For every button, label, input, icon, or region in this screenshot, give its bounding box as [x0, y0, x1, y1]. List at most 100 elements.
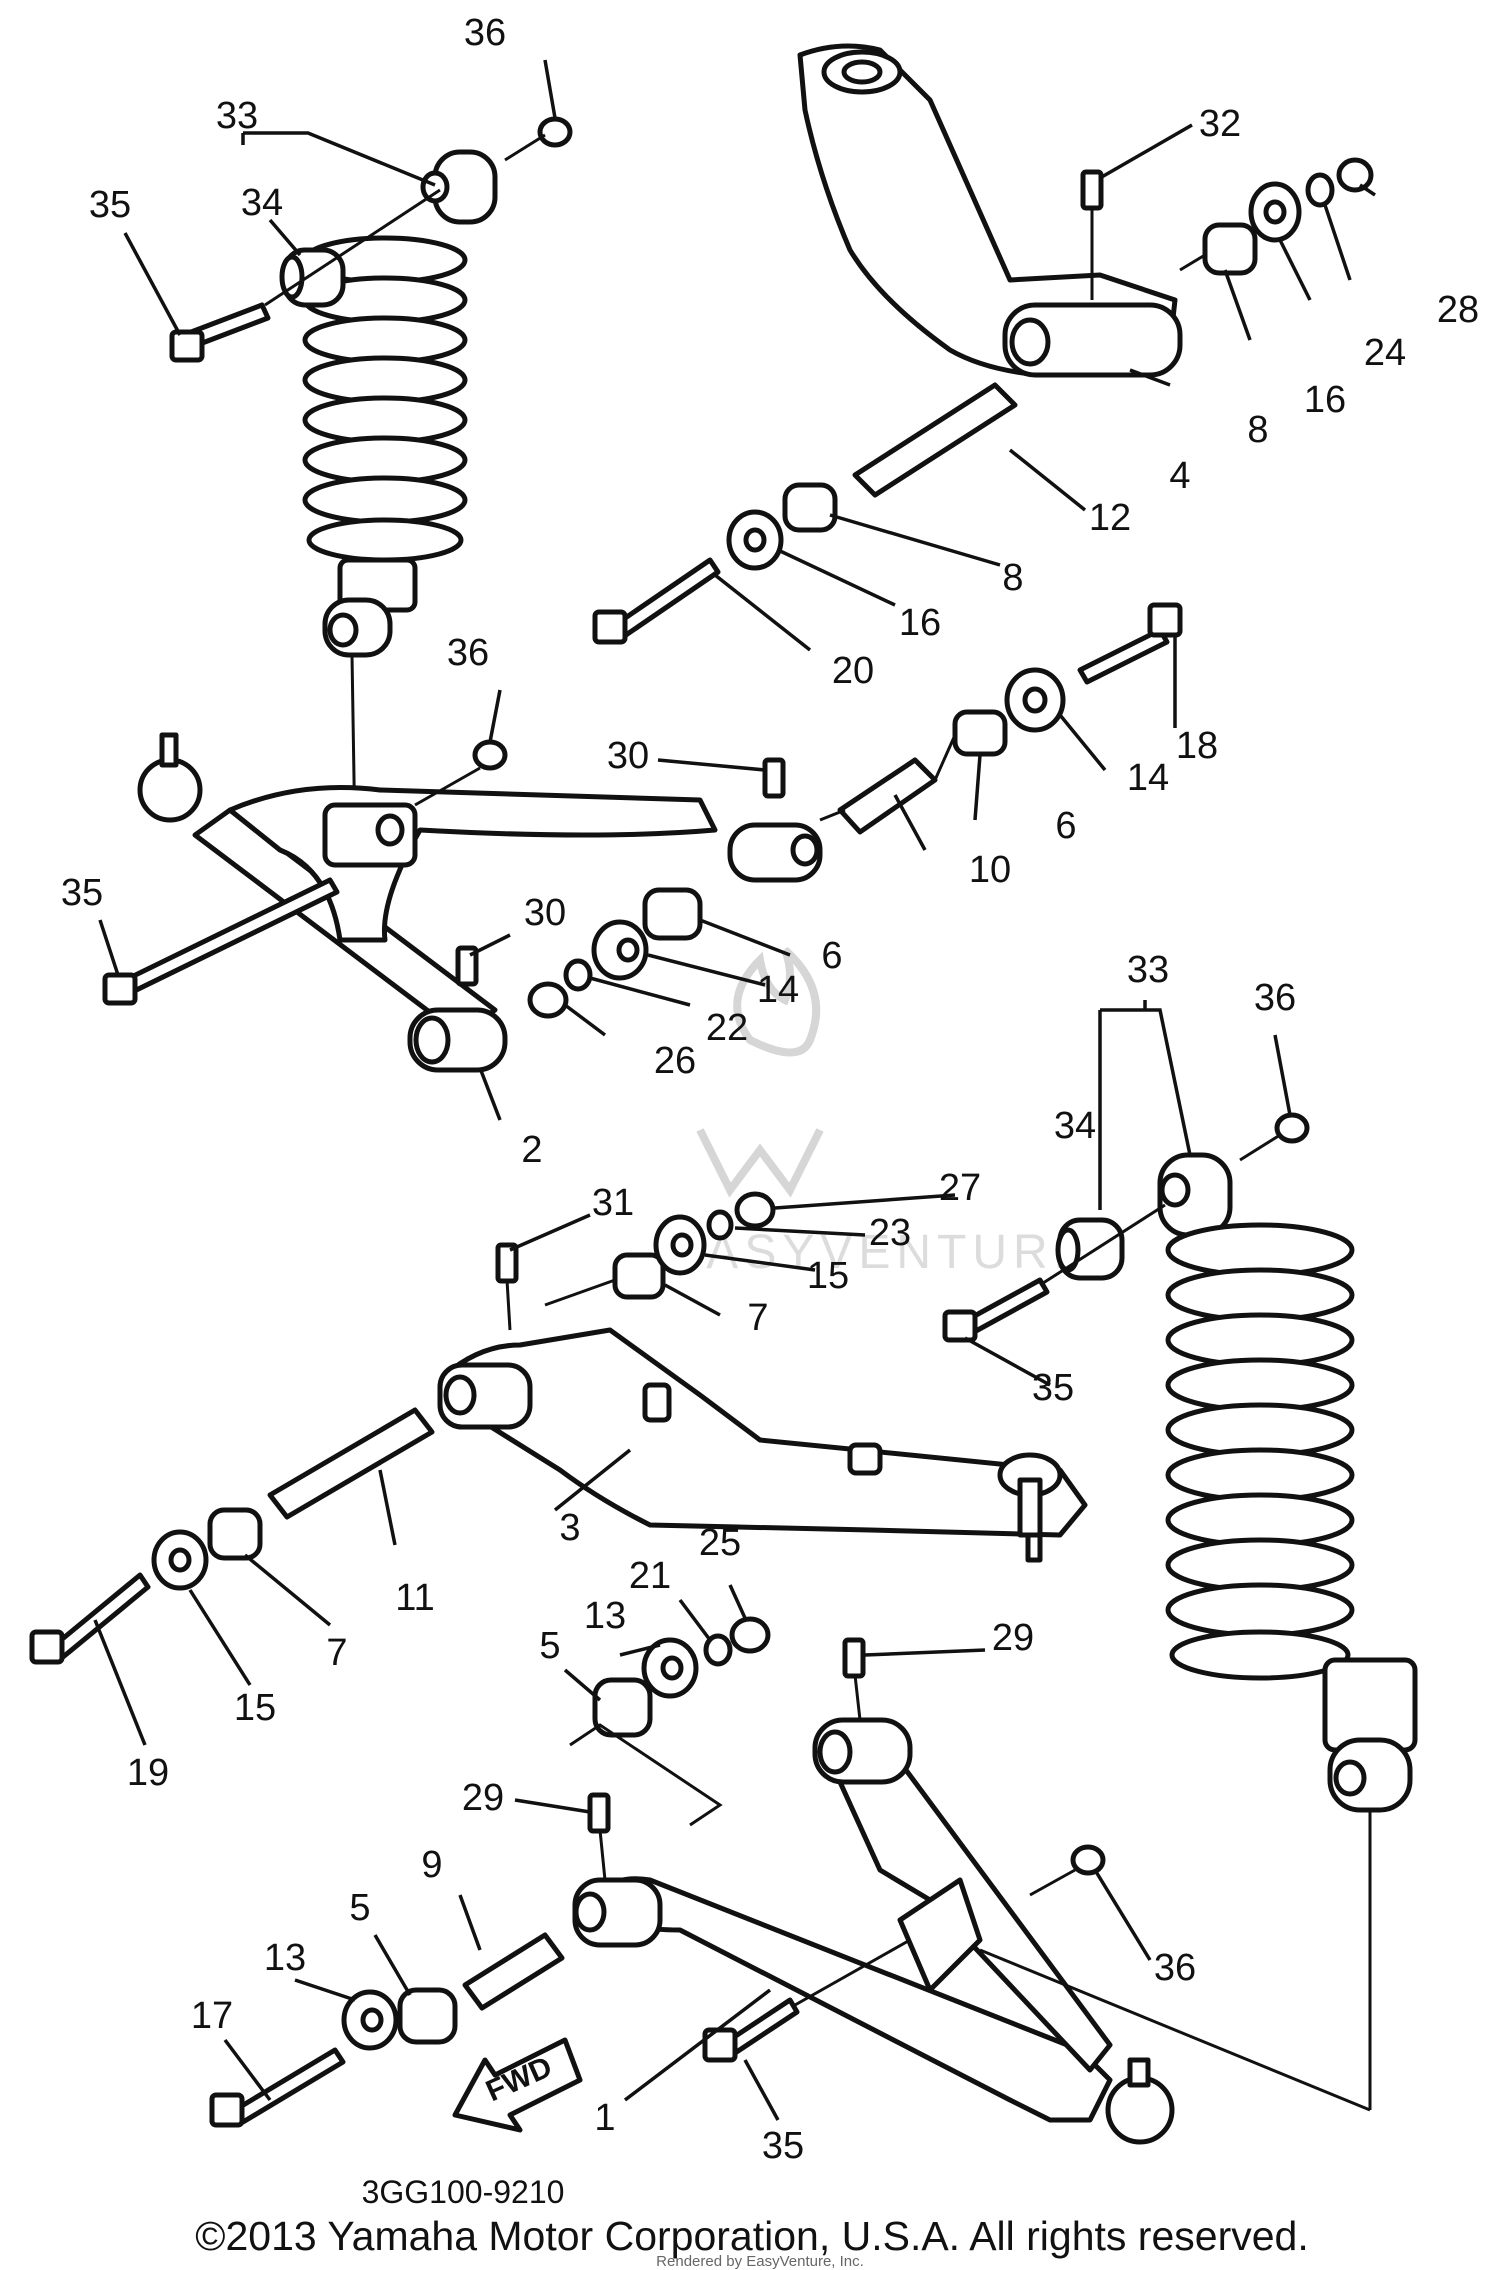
- callout-labels: 36 33 34 35 32 28 24 16 8 4 12 8 16 20 3…: [61, 12, 1479, 2167]
- washer-16a: [1248, 181, 1302, 243]
- callout-5: 5: [539, 1625, 560, 1667]
- bushing-5a: [592, 1677, 653, 1738]
- leader-lines: [93, 59, 1376, 2121]
- callout-6: 6: [1055, 805, 1076, 847]
- callout-35: 35: [1032, 1367, 1074, 1409]
- bushing-8a: [1202, 222, 1258, 276]
- lower-shock-bushing: [1055, 1217, 1125, 1281]
- upper-shock-bolt: [169, 302, 271, 363]
- nut-25: [729, 1616, 771, 1654]
- lower-shock-bolt: [942, 1277, 1050, 1343]
- bushing-7b: [207, 1507, 263, 1561]
- lower-rear-a-arm: [437, 1327, 1088, 1563]
- callout-13: 13: [264, 1937, 306, 1979]
- callout-16: 16: [1304, 379, 1346, 421]
- callout-36: 36: [1254, 977, 1296, 1019]
- callout-1: 1: [594, 2097, 615, 2139]
- callout-20: 20: [832, 650, 874, 692]
- callout-9: 9: [421, 1844, 442, 1886]
- callout-4: 4: [1169, 455, 1190, 497]
- callout-8: 8: [1002, 557, 1023, 599]
- callout-14: 14: [1127, 757, 1169, 799]
- fwd-direction-arrow: [452, 2037, 583, 2133]
- callout-16: 16: [899, 602, 941, 644]
- callout-32: 32: [1199, 103, 1241, 145]
- callout-30: 30: [607, 735, 649, 777]
- lower-shock-absorber: [1157, 1152, 1418, 1813]
- bushing-8b: [782, 482, 838, 533]
- callout-22: 22: [706, 1007, 748, 1049]
- upper-left-a-arm: [137, 732, 823, 1073]
- callout-31: 31: [592, 1182, 634, 1224]
- nut-27: [734, 1191, 776, 1229]
- callout-29: 29: [462, 1777, 504, 1819]
- callout-29: 29: [992, 1617, 1034, 1659]
- upper-right-a-arm: [797, 43, 1183, 378]
- collar-11: [267, 1407, 435, 1520]
- lower-shock-nut: [1274, 1112, 1310, 1144]
- grease-nipple-29a: [842, 1637, 866, 1679]
- washer-15b: [151, 1529, 209, 1591]
- washer-21: [703, 1633, 733, 1667]
- bushing-6b: [642, 887, 703, 941]
- grease-nipple-32: [1080, 169, 1104, 211]
- nut-28: [1336, 157, 1374, 193]
- callout-27: 27: [939, 1167, 981, 1209]
- callout-15: 15: [807, 1255, 849, 1297]
- callout-3: 3: [559, 1507, 580, 1549]
- washer-16b: [726, 509, 784, 571]
- lower-front-arm-bolt: [702, 1997, 800, 2063]
- callout-35: 35: [89, 184, 131, 226]
- callout-15: 15: [234, 1687, 276, 1729]
- diagram-code: 3GG100-9210: [362, 2174, 565, 2210]
- callout-11: 11: [395, 1577, 434, 1619]
- copyright-notice: ©2013 Yamaha Motor Corporation, U.S.A. A…: [195, 2213, 1308, 2259]
- callout-13: 13: [584, 1595, 626, 1637]
- callout-25: 25: [699, 1522, 741, 1564]
- washer-14a: [1004, 667, 1066, 733]
- callout-26: 26: [654, 1040, 696, 1082]
- callout-19: 19: [127, 1752, 169, 1794]
- upper-shock-bushing: [279, 247, 346, 308]
- callout-6: 6: [821, 935, 842, 977]
- render-credit: Rendered by EasyVenture, Inc.: [656, 2253, 864, 2270]
- grease-nipple-30a: [762, 757, 786, 799]
- collar-12: [852, 382, 1018, 498]
- washer-24: [1305, 172, 1335, 208]
- bolt-18: [1077, 602, 1183, 685]
- callout-8: 8: [1247, 409, 1268, 451]
- upper-left-a-arm-nut: [472, 739, 508, 771]
- upper-shock-absorber: [302, 149, 498, 658]
- callout-36: 36: [464, 12, 506, 54]
- bushing-5b: [397, 1987, 458, 2045]
- callout-35: 35: [762, 2125, 804, 2167]
- grease-nipple-30b: [455, 945, 479, 987]
- washer-13b: [341, 1989, 399, 2051]
- collar-10: [837, 757, 938, 835]
- watermark-logo: [696, 947, 824, 1198]
- callout-5: 5: [349, 1887, 370, 1929]
- callout-24: 24: [1364, 332, 1406, 374]
- callout-35: 35: [61, 872, 103, 914]
- collar-9: [462, 1932, 565, 2011]
- upper-shock-nut: [537, 116, 573, 148]
- washer-23: [706, 1209, 734, 1241]
- callout-30: 30: [524, 892, 566, 934]
- washer-22: [563, 958, 593, 992]
- callout-33: 33: [1127, 949, 1169, 991]
- callout-14: 14: [757, 969, 799, 1011]
- callout-36: 36: [447, 632, 489, 674]
- bushing-7a: [612, 1252, 666, 1300]
- bolt-20: [592, 557, 721, 645]
- nut-26: [527, 981, 569, 1019]
- callout-34: 34: [241, 182, 283, 224]
- washer-13a: [641, 1637, 699, 1699]
- callout-17: 17: [191, 1995, 233, 2037]
- callout-28: 28: [1437, 289, 1479, 331]
- grease-nipple-29b: [587, 1792, 611, 1834]
- watermark-text: EASYVENTURE: [668, 1226, 1091, 1279]
- callout-21: 21: [629, 1555, 671, 1597]
- callout-7: 7: [326, 1632, 347, 1674]
- bushing-6a: [952, 709, 1008, 757]
